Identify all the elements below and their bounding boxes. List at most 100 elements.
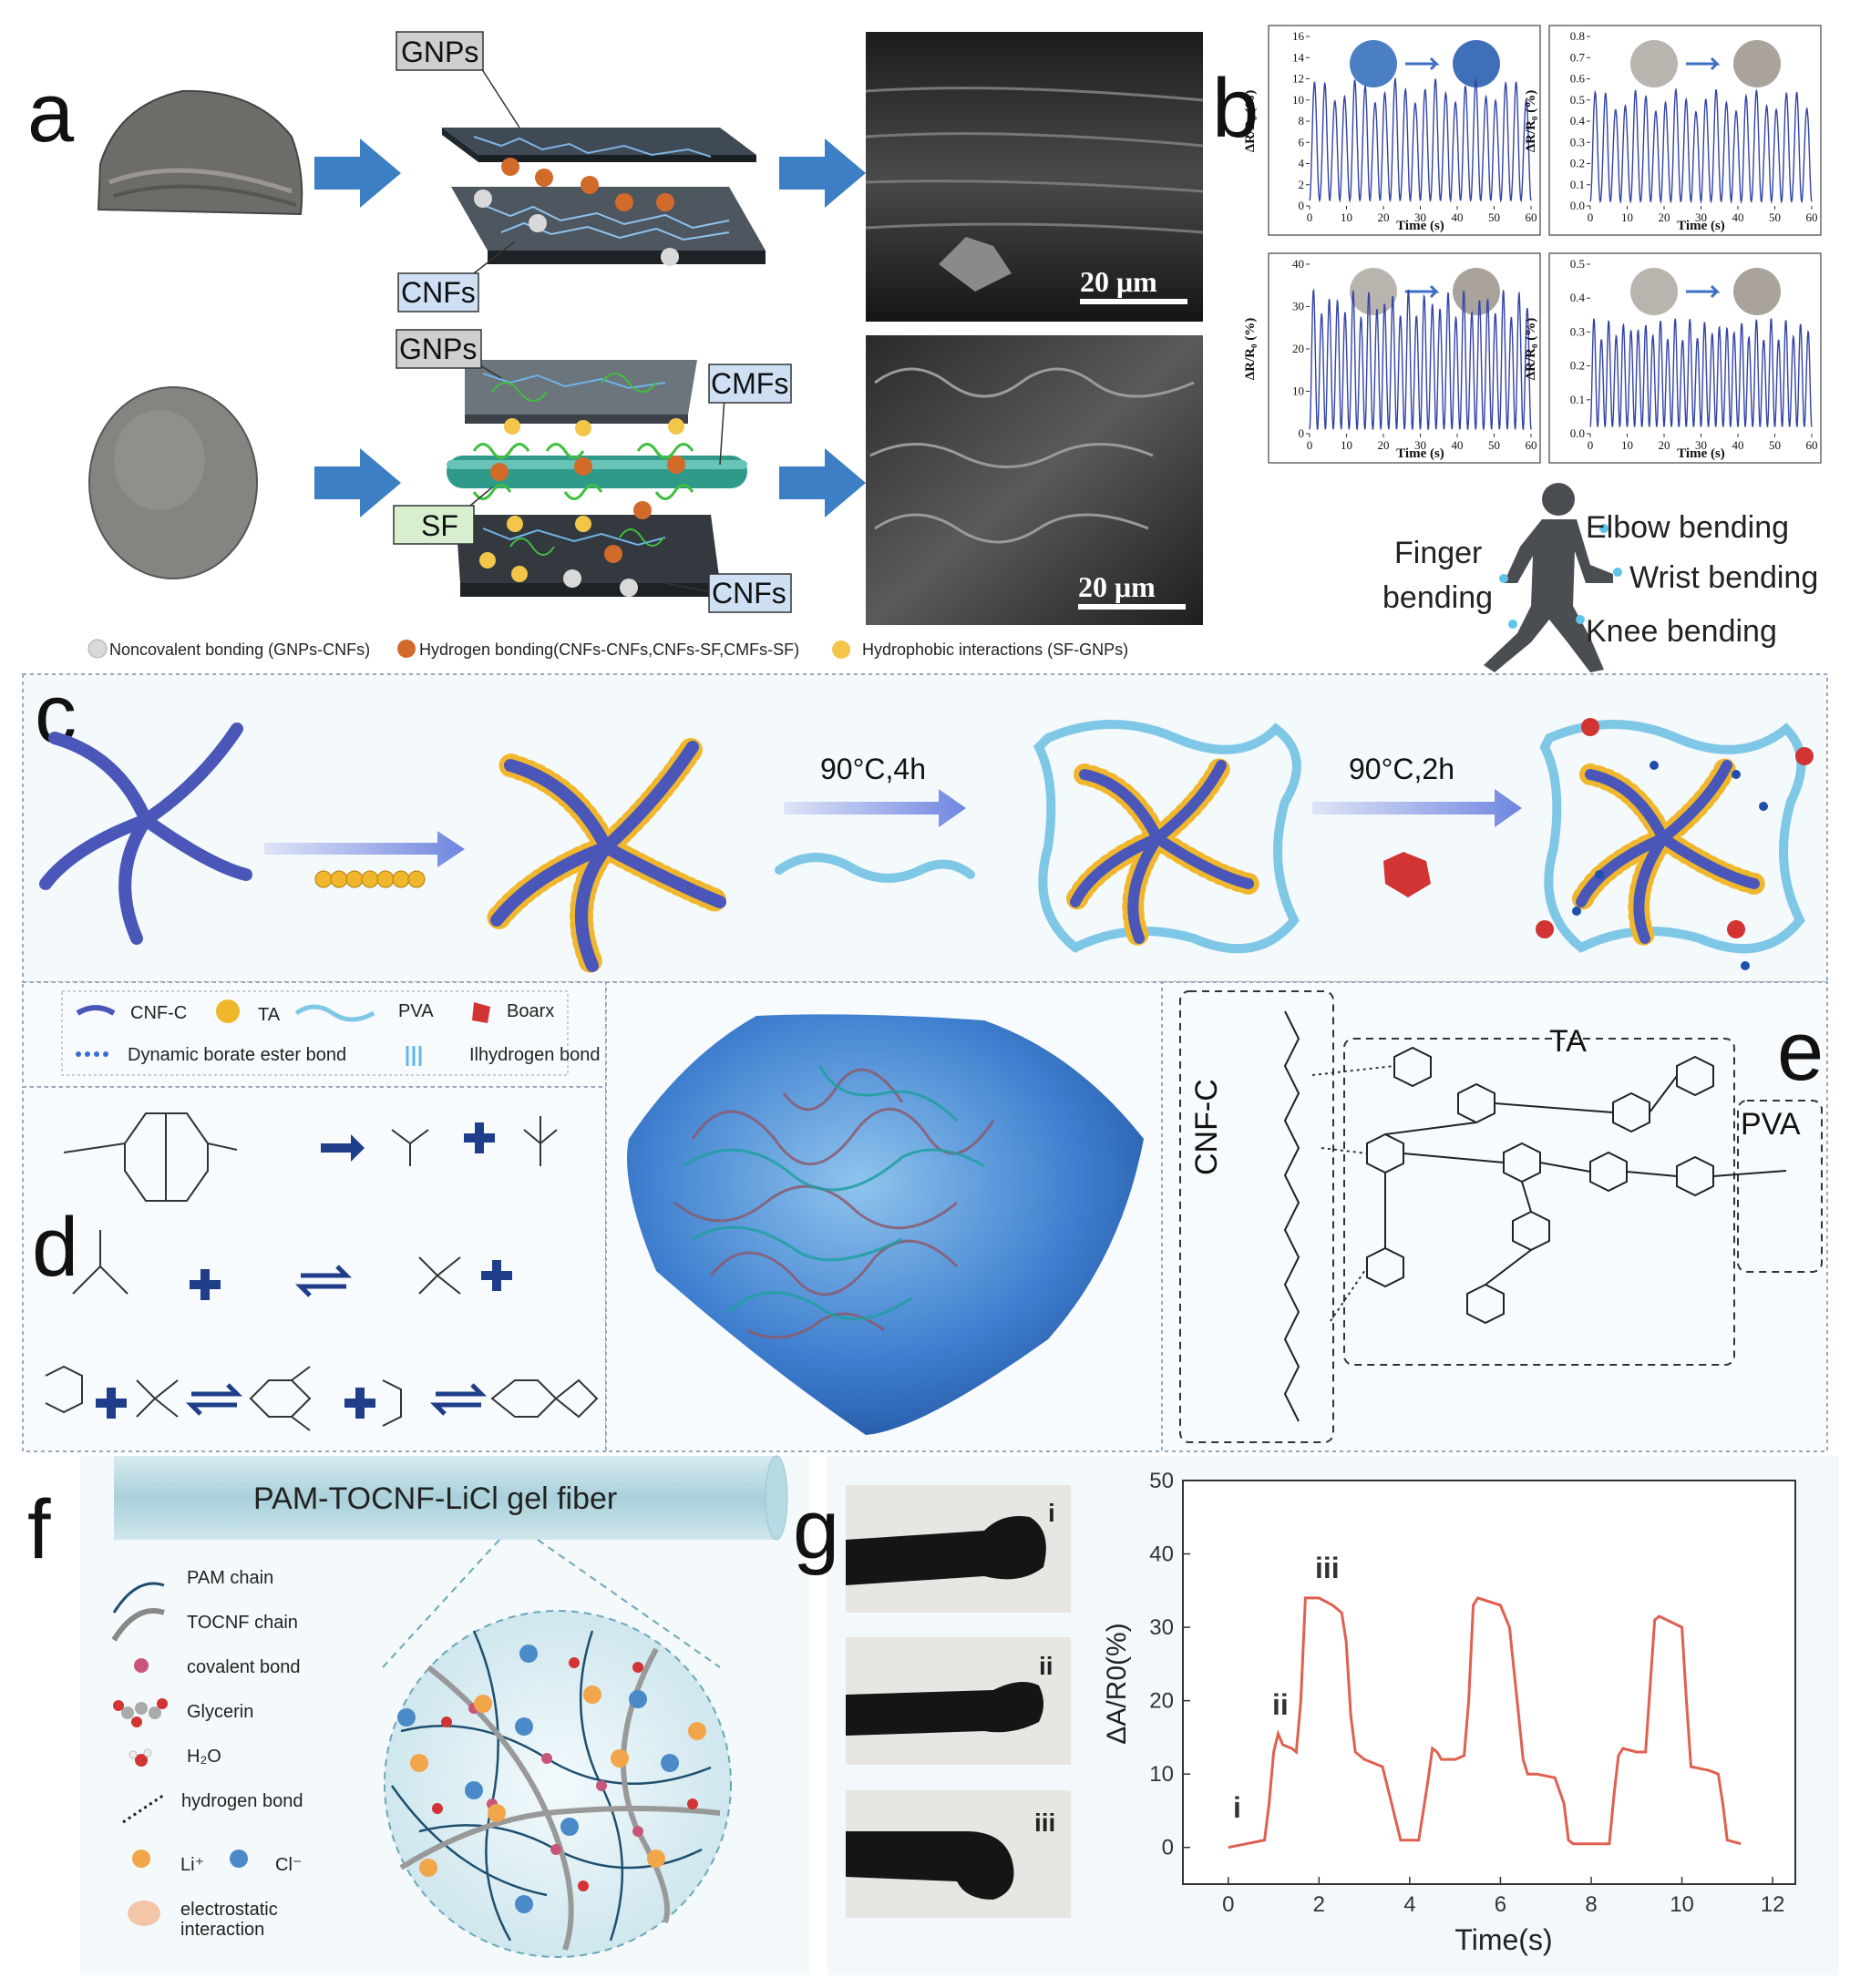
g-x-tick-label: 12: [1761, 1892, 1785, 1917]
b-x-tick-label: 60: [1806, 210, 1818, 224]
b-y-tick-label: 30: [1292, 300, 1304, 313]
arrow-right-icon: [784, 789, 966, 827]
fiber-title: PAM-TOCNF-LiCl gel fiber: [253, 1481, 617, 1516]
b-signal-line: [1589, 318, 1813, 427]
b-y-tick-label: 0.4: [1570, 114, 1586, 128]
panel-e-label: e: [1777, 1005, 1824, 1098]
panel-b-label: b: [1212, 62, 1259, 155]
panel-d: d: [22, 1086, 607, 1452]
panel-g-label: g: [793, 1483, 839, 1576]
panel-f: f PAM-TOCNF-LiCl gel fiber PAM chain TOC…: [27, 1455, 809, 1975]
b-xlabel: Time (s): [1677, 219, 1725, 233]
ta-chain: [314, 870, 426, 888]
b-y-tick-label: 0.3: [1570, 324, 1585, 338]
g-response-line: [1228, 1596, 1742, 1850]
b-xlabel: Time (s): [1396, 446, 1444, 461]
photo-label-ii: ii: [1039, 1652, 1053, 1680]
equilibrium-arrow-icon: [294, 1265, 353, 1297]
b-y-tick-label: 0.1: [1570, 393, 1585, 406]
b-y-tick-label: 2: [1299, 178, 1305, 191]
legend-li: Li⁺: [180, 1855, 204, 1875]
b-y-tick-label: 20: [1292, 342, 1304, 355]
b-ylabel: ΔR/R₀ (%): [1243, 318, 1258, 380]
gel-network-circle: [384, 1610, 732, 1958]
b-y-tick-label: 0.2: [1570, 359, 1585, 373]
b-ylabel: ΔR/R₀ (%): [1524, 90, 1538, 152]
legend-noncovalent: Noncovalent bonding (GNPs-CNFs): [109, 640, 370, 659]
peak-label-iii: iii: [1315, 1552, 1340, 1584]
b-x-tick-label: 20: [1378, 210, 1390, 224]
b-inset-photo: [1453, 40, 1500, 87]
b-xlabel: Time (s): [1677, 446, 1725, 461]
legend-ta: TA: [258, 1005, 281, 1025]
label-wrist-bending: Wrist bending: [1629, 560, 1818, 595]
b-y-tick-label: 0.7: [1570, 50, 1586, 64]
b-x-tick-label: 40: [1732, 438, 1744, 452]
b-x-tick-label: 20: [1378, 438, 1390, 452]
arrow-right-icon: [321, 1134, 365, 1162]
b-x-tick-label: 10: [1341, 438, 1352, 452]
step1-label: 90°C,4h: [820, 753, 926, 785]
label-cnfs-bottom: CNFs: [712, 577, 786, 610]
peak-label-ii: ii: [1272, 1688, 1289, 1721]
arrow-right-icon: [779, 448, 866, 517]
b-x-tick-label: 20: [1659, 210, 1670, 224]
legend-cd: CNF-C TA PVA Boarx Dynamic borate ester …: [22, 981, 607, 1088]
arrow-right-icon: [1405, 56, 1440, 71]
b-chart-frame: [1268, 252, 1541, 464]
plus-icon: [96, 1388, 127, 1419]
peak-label-i: i: [1233, 1791, 1241, 1824]
b-x-tick-label: 50: [1769, 438, 1781, 452]
b-y-tick-label: 4: [1299, 157, 1305, 170]
network-swirl-1: [1033, 720, 1301, 954]
legend-glycerin: Glycerin: [187, 1702, 253, 1722]
b-x-tick-label: 60: [1526, 210, 1537, 224]
photo-label-i: i: [1048, 1499, 1055, 1527]
sem-image-top: [866, 32, 1203, 322]
b-x-tick-label: 0: [1588, 210, 1594, 224]
cnf-c-swirl: [39, 722, 252, 945]
label-gnps-top: GNPs: [401, 36, 478, 68]
legend-h2o: H₂O: [187, 1747, 221, 1767]
b-y-tick-label: 40: [1292, 257, 1304, 271]
g-y-tick-label: 20: [1149, 1689, 1174, 1714]
b-x-tick-label: 0: [1307, 438, 1313, 452]
panel-d-label: d: [32, 1201, 78, 1294]
g-y-tick-label: 0: [1162, 1836, 1174, 1860]
g-y-tick-label: 30: [1149, 1615, 1174, 1640]
network-swirl-2: [1536, 718, 1814, 970]
legend-borate-bond: Dynamic borate ester bond: [128, 1045, 346, 1065]
legend-cl: Cl⁻: [275, 1855, 302, 1875]
label-cnf-c: CNF-C: [1189, 1079, 1224, 1175]
gel-fiber-tube: [114, 1456, 780, 1540]
b-y-tick-label: 0.0: [1570, 426, 1585, 440]
legend-electrostatic: electrostatic: [180, 1900, 278, 1920]
arrow-right-icon: [314, 448, 401, 517]
b-y-tick-label: 6: [1299, 135, 1305, 149]
plus-icon: [344, 1388, 375, 1419]
gnps-cmfs-sf-schematic: [447, 360, 747, 597]
legend-cnf-c: CNF-C: [130, 1003, 187, 1023]
b-y-tick-label: 8: [1299, 114, 1305, 128]
label-knee-bending: Knee bending: [1586, 614, 1777, 649]
b-y-tick-label: 0.5: [1570, 257, 1585, 271]
b-x-tick-label: 0: [1307, 210, 1313, 224]
b-x-tick-label: 50: [1488, 210, 1500, 224]
sem-image-bottom: [866, 335, 1203, 625]
panel-f-label: f: [27, 1483, 51, 1576]
label-gnps-bottom: GNPs: [399, 333, 477, 365]
b-inset-photo: [1453, 268, 1500, 315]
scale-bar-bottom: 20 μm: [1078, 570, 1156, 603]
arrow-right-icon: [1686, 56, 1721, 71]
b-inset-photo: [1630, 40, 1678, 87]
label-cnfs-top: CNFs: [401, 276, 476, 309]
arrow-right-icon: [1686, 284, 1721, 299]
b-y-tick-label: 0.1: [1570, 178, 1585, 191]
b-y-tick-label: 0.4: [1570, 291, 1586, 304]
b-signal-line: [1589, 87, 1813, 205]
b-y-tick-label: 14: [1292, 50, 1305, 64]
g-x-tick-label: 0: [1222, 1892, 1234, 1917]
